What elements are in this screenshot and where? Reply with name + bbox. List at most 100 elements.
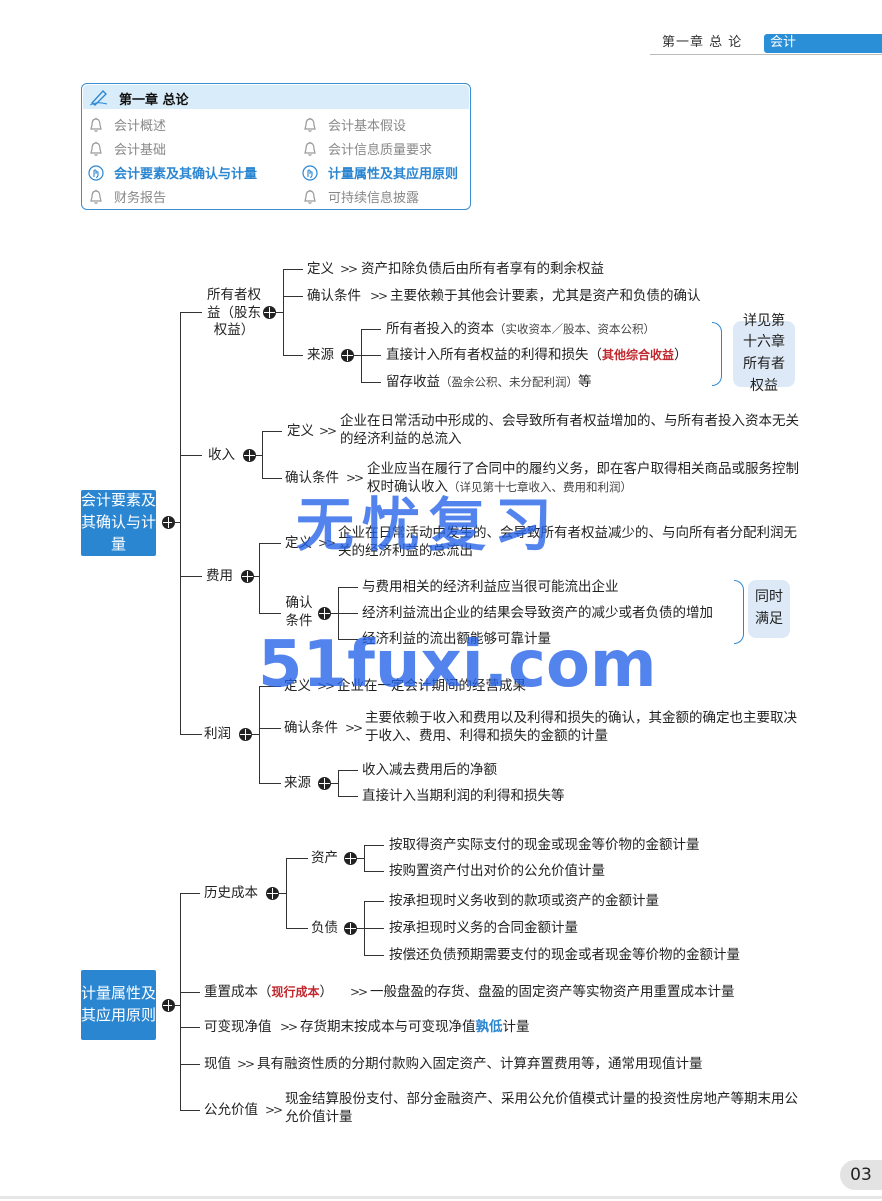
hist-asset-1: 按取得资产实际支付的现金或现金等价物的金额计量 <box>389 837 700 853</box>
equity-source-2: 直接计入所有者权益的利得和损失（其他综合收益） <box>386 347 688 363</box>
expense-def-label: 定义 <box>285 535 312 551</box>
branch-line <box>286 928 308 929</box>
branch-line <box>276 312 283 313</box>
toc-item[interactable]: 会计概述 <box>88 115 166 134</box>
expand-icon[interactable] <box>318 607 331 620</box>
expand-icon[interactable] <box>318 777 331 790</box>
brace <box>712 322 722 386</box>
branch-line <box>283 269 284 355</box>
branch-line <box>180 1064 200 1065</box>
toc-item-label: 会计基础 <box>114 143 167 158</box>
branch-line <box>364 955 384 956</box>
branch-line <box>262 431 282 432</box>
expense-cond-3: 经济利益的流出额能够可靠计量 <box>362 631 551 647</box>
toc-item[interactable]: 会计信息质量要求 <box>302 139 432 158</box>
expense-cond-label: 确认条件 <box>285 595 313 629</box>
bell-icon <box>88 141 104 157</box>
node-fair-value: 公允价值 <box>204 1102 258 1118</box>
toc-item[interactable]: 可持续信息披露 <box>302 187 419 206</box>
expand-icon[interactable] <box>266 887 279 900</box>
brace <box>734 580 744 644</box>
branch-line <box>283 269 303 270</box>
toc-item[interactable]: 会计基本假设 <box>302 115 406 134</box>
branch-line <box>180 1110 200 1111</box>
bell-icon <box>302 189 318 205</box>
branch-line <box>361 329 381 330</box>
branch-line <box>259 543 260 613</box>
toc-item-label: 计量属性及其应用原则 <box>328 167 459 182</box>
branch-line <box>180 1027 200 1028</box>
node-profit: 利润 <box>204 726 231 742</box>
expand-icon[interactable] <box>341 349 354 362</box>
branch-line <box>338 770 339 796</box>
branch-line <box>259 686 260 783</box>
branch-line <box>252 734 259 735</box>
watermark-line2: 51fuxi.com <box>258 628 657 702</box>
toc-item[interactable]: 会计要素及其确认与计量 <box>88 163 257 182</box>
equity-source-label: 来源 <box>307 347 334 363</box>
hist-liab-1: 按承担现时义务收到的款项或资产的金额计量 <box>389 893 659 909</box>
footer-rule <box>0 1196 882 1199</box>
expense-cond-2: 经济利益流出企业的结果会导致资产的减少或者负债的增加 <box>362 605 713 621</box>
hist-liab-2: 按承担现时义务的合同金额计量 <box>389 920 578 936</box>
header-rule <box>650 54 882 55</box>
expand-icon[interactable] <box>162 516 175 529</box>
branch-line <box>338 613 358 614</box>
profit-def-text: 企业在一定会计期间的经营成果 <box>337 678 526 694</box>
expand-icon[interactable] <box>243 449 256 462</box>
branch-line <box>361 382 381 383</box>
expand-icon[interactable] <box>344 922 357 935</box>
branch-line <box>361 355 381 356</box>
branch-line <box>180 893 200 894</box>
chapter-header: 第一章 总 论 <box>662 35 743 50</box>
node-nrv: 可变现净值 <box>204 1019 272 1035</box>
toc-item[interactable]: 财务报告 <box>88 187 166 206</box>
branch-line <box>259 728 281 729</box>
branch-line <box>259 783 281 784</box>
node-replacement-cost: 重置成本（现行成本） <box>204 984 334 1000</box>
branch-line <box>283 355 303 356</box>
page-number: 03 <box>840 1160 882 1190</box>
expand-icon[interactable] <box>162 999 175 1012</box>
branch-line <box>180 312 202 313</box>
branch-line <box>364 928 384 929</box>
branch-line <box>364 871 384 872</box>
branch-line <box>286 858 287 928</box>
branch-line <box>262 478 282 479</box>
arrow-icon: >> <box>346 471 364 485</box>
root-accounting-elements: 会计要素及其确认与计量 <box>81 490 156 556</box>
expand-icon[interactable] <box>263 306 276 319</box>
equity-cond-label: 确认条件 <box>307 288 361 304</box>
arrow-icon: >> <box>317 679 335 693</box>
fv-text: 现金结算股份支付、部分金融资产、采用公允价值模式计量的投资性房地产等期末用公允价… <box>285 1091 798 1125</box>
profit-source-1: 收入减去费用后的净额 <box>362 762 497 778</box>
expand-icon[interactable] <box>344 852 357 865</box>
toc-item[interactable]: 会计基础 <box>88 139 166 158</box>
arrow-icon: >> <box>265 1103 283 1117</box>
toc-item-label: 会计信息质量要求 <box>328 143 433 158</box>
node-historical-cost: 历史成本 <box>204 885 258 901</box>
branch-line <box>180 992 200 993</box>
equity-def-label: 定义 <box>307 261 334 277</box>
expand-icon[interactable] <box>239 728 252 741</box>
branch-line <box>338 587 358 588</box>
tree1-trunk <box>180 312 181 735</box>
watermark-line1: 无忧复习 <box>296 491 561 559</box>
hist-liab-3: 按偿还负债预期需要支付的现金或者现金等价物的金额计量 <box>389 947 740 963</box>
equity-source-3: 留存收益（盈余公积、未分配利润）等 <box>386 374 592 390</box>
income-def-text: 企业在日常活动中形成的、会导致所有者权益增加的、与所有者投入资本无关的经济利益的… <box>340 413 799 447</box>
branch-line <box>259 543 281 544</box>
toc-item[interactable]: 计量属性及其应用原则 <box>302 163 458 182</box>
expand-icon[interactable] <box>241 570 254 583</box>
replacement-text: 一般盘盈的存货、盘盈的固定资产等实物资产用重置成本计量 <box>370 984 735 1000</box>
branch-line <box>364 845 384 846</box>
equity-source-1: 所有者投入的资本（实收资本／股本、资本公积） <box>386 321 655 337</box>
side-note-expense: 同时满足 <box>748 580 790 638</box>
node-income: 收入 <box>208 447 235 463</box>
node-expense: 费用 <box>206 568 233 584</box>
branch-line <box>364 845 365 871</box>
income-def-label: 定义 <box>287 423 314 439</box>
branch-line <box>357 928 364 929</box>
arrow-icon: >> <box>350 985 368 999</box>
branch-line <box>259 613 281 614</box>
